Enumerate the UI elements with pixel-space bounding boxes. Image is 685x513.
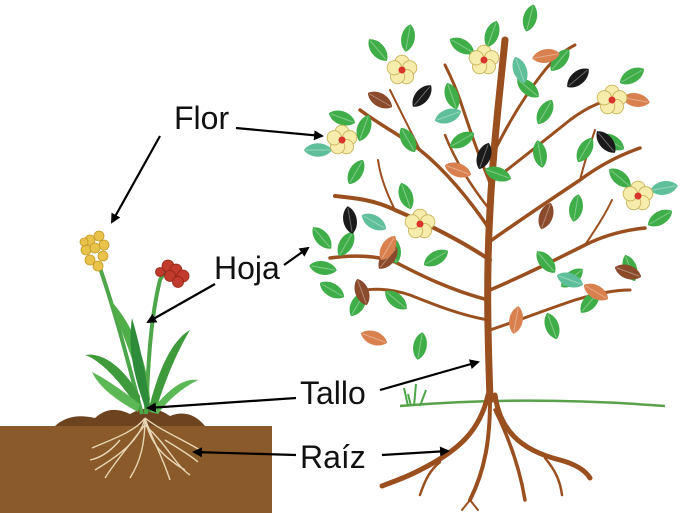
label-raiz: Raíz [300,439,366,475]
arrow-icon [379,359,480,392]
yellow-flower-cluster [79,230,110,272]
small-plant-roots [89,417,201,481]
red-bud [155,259,190,288]
arrow-icon [235,126,324,141]
arrow-icon [283,246,310,266]
soil [0,408,272,513]
label-flor: Flor [174,100,229,136]
ground [399,383,666,408]
label-hoja: Hoja [214,250,280,286]
label-tallo: Tallo [300,375,366,411]
small-plant [79,230,198,415]
arrow-icon [146,283,216,323]
tree-trunk [328,36,647,404]
pointer-arrows [111,126,480,458]
arrow-icon [111,135,161,224]
arrow-icon [192,447,297,458]
arrow-icon [146,396,297,413]
arrow-icon [381,446,450,457]
tree-roots [379,392,593,511]
